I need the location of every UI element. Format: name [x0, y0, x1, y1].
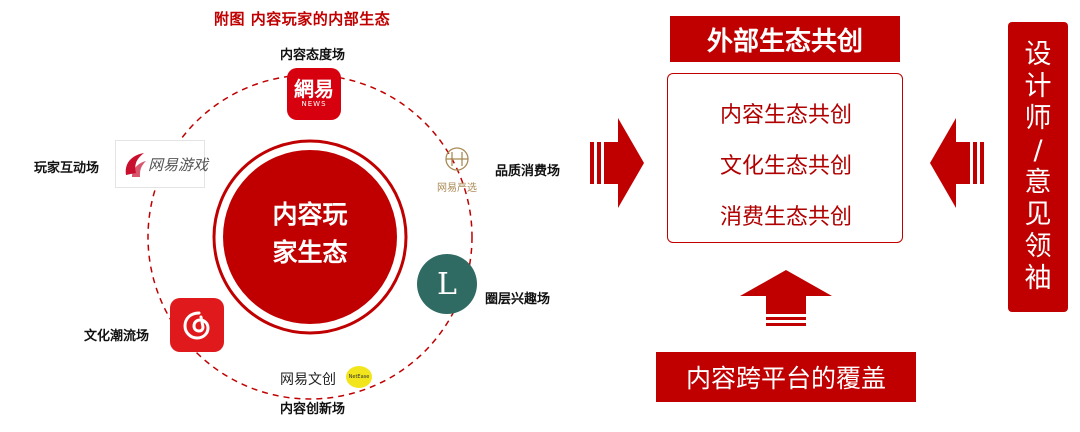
yanxuan-emblem-icon: [445, 147, 469, 171]
netease-yanxuan-logo: 网易严选: [428, 145, 486, 195]
external-title-bar: 外部生态共创: [670, 16, 900, 62]
external-item-content: 内容生态共创: [719, 103, 852, 128]
node-label-circle-interest: 圈层兴趣场: [485, 292, 551, 307]
center-title-line1: 内容玩: [272, 200, 348, 229]
node-label-quality-consumption: 品质消费场: [495, 164, 561, 179]
netease-news-logo: 網易 NEWS: [287, 68, 341, 120]
netease-games-logo-text: 网易游戏: [148, 156, 209, 174]
node-label-content-attitude: 内容态度场: [280, 48, 346, 63]
side-char-6: 领: [1024, 231, 1052, 262]
wenchuang-badge: NetEase: [346, 366, 372, 388]
side-char-3: /: [1033, 135, 1043, 166]
right-arrow-icon: [590, 118, 644, 208]
left-arrow-icon: [930, 118, 984, 208]
lofter-logo-text: L: [437, 266, 457, 302]
lofter-logo: L: [417, 254, 477, 314]
side-char-4: 意: [1024, 167, 1052, 198]
external-item-culture: 文化生态共创: [719, 154, 852, 179]
cross-platform-bar: 内容跨平台的覆盖: [656, 352, 916, 402]
node-label-content-innovation: 内容创新场: [280, 402, 346, 417]
center-title-line2: 家生态: [272, 238, 348, 267]
yanxuan-logo-text: 网易严选: [437, 183, 477, 194]
cloud-music-logo: [170, 298, 224, 352]
node-label-culture-trend: 文化潮流场: [84, 329, 150, 344]
designer-opinion-leader-bar: 设 计 师 / 意 见 领 袖: [1008, 22, 1068, 312]
wenchuang-logo-text: 网易文创: [280, 372, 336, 388]
center-title: 内容玩 家生态: [223, 196, 397, 272]
netease-news-logo-sub: NEWS: [301, 100, 327, 108]
inner-outline-ring: [212, 139, 408, 335]
netease-wenchuang-logo: 网易文创 NetEase: [280, 366, 380, 390]
external-item-consumption: 消费生态共创: [719, 205, 852, 230]
netease-news-logo-text: 網易: [294, 77, 334, 101]
side-char-0: 设: [1024, 39, 1052, 70]
netease-games-emblem-icon: [125, 153, 146, 177]
cloud-music-icon: [183, 311, 210, 340]
side-char-1: 计: [1024, 71, 1052, 102]
side-char-5: 见: [1024, 199, 1052, 230]
netease-games-logo: 网易游戏: [115, 140, 209, 188]
node-label-player-interaction: 玩家互动场: [34, 161, 100, 176]
external-items-box: 内容生态共创 文化生态共创 消费生态共创: [667, 73, 903, 243]
side-char-7: 袖: [1024, 263, 1052, 294]
figure-caption: 附图 内容玩家的内部生态: [214, 10, 391, 28]
up-arrow-icon: [740, 270, 832, 326]
side-char-2: 师: [1024, 103, 1052, 134]
center-disc: [223, 150, 397, 324]
